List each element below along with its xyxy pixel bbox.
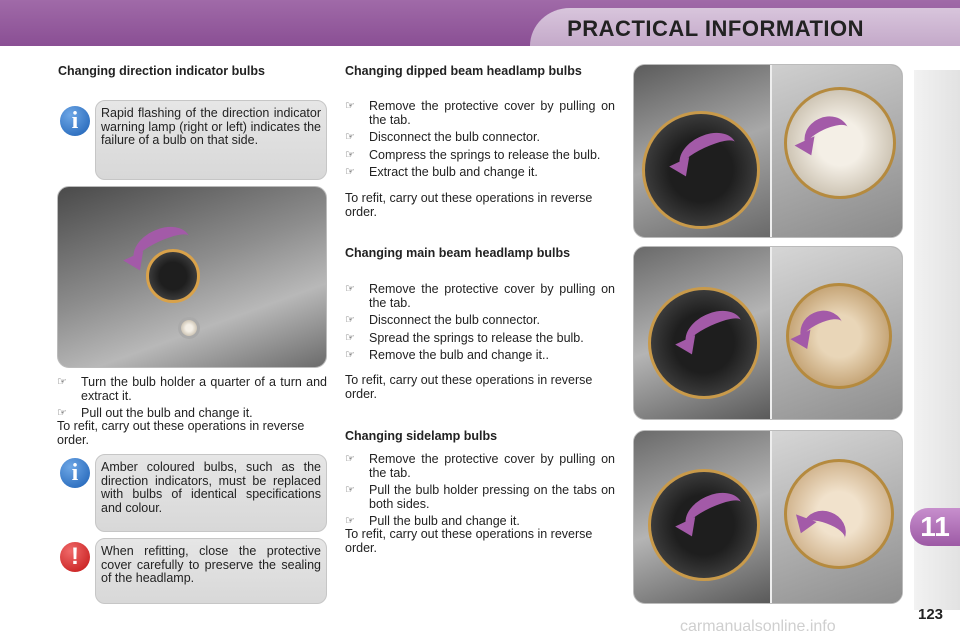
pointing-hand-icon: ☞ xyxy=(57,376,67,388)
heading-direction-indicator: Changing direction indicator bulbs xyxy=(58,64,265,78)
list-item: ☞Remove the protective cover by pulling … xyxy=(345,452,615,480)
warning-text: When refitting, close the protective cov… xyxy=(101,544,321,585)
info-text-flashing: Rapid flashing of the direction indicato… xyxy=(101,106,321,147)
info-icon: i xyxy=(60,106,90,136)
secondary-socket xyxy=(178,317,200,339)
pointing-hand-icon: ☞ xyxy=(345,100,355,112)
warning-icon: ! xyxy=(60,542,90,572)
watermark: carmanualsonline.info xyxy=(680,618,836,635)
warning-box: When refitting, close the protective cov… xyxy=(95,538,327,604)
pointing-hand-icon: ☞ xyxy=(345,283,355,295)
pointing-hand-icon: ☞ xyxy=(345,331,355,344)
pointing-hand-icon: ☞ xyxy=(57,407,67,419)
page-number: 123 xyxy=(918,606,944,623)
heading-sidelamp: Changing sidelamp bulbs xyxy=(345,429,498,443)
list-item: ☞Pull the bulb holder pressing on the ta… xyxy=(345,483,615,511)
pointing-hand-icon: ☞ xyxy=(345,131,355,143)
header-tab xyxy=(530,8,960,46)
photo-divider xyxy=(770,65,772,237)
list-item: ☞Extract the bulb and change it. xyxy=(345,165,538,179)
pointing-hand-icon: ☞ xyxy=(345,314,355,326)
pointing-hand-icon: ☞ xyxy=(345,349,355,361)
photo-dipped-beam xyxy=(633,64,903,238)
heading-main-beam: Changing main beam headlamp bulbs xyxy=(345,246,571,260)
steps-main-beam: ☞Remove the protective cover by pulling … xyxy=(345,282,615,367)
steps-dipped-beam: ☞Remove the protective cover by pulling … xyxy=(345,99,615,184)
list-item: ☞Pull out the bulb and change it. xyxy=(57,406,253,420)
photo-divider xyxy=(770,247,772,419)
refit-note-sidelamp: To refit, carry out these operations in … xyxy=(345,527,593,555)
info-text-amber: Amber coloured bulbs, such as the direct… xyxy=(101,460,321,515)
heading-dipped-beam: Changing dipped beam headlamp bulbs xyxy=(345,64,582,78)
pointing-hand-icon: ☞ xyxy=(345,166,355,178)
pointing-hand-icon: ☞ xyxy=(345,148,355,161)
chapter-tab[interactable]: 11 xyxy=(910,508,960,546)
info-box-flashing: Rapid flashing of the direction indicato… xyxy=(95,100,327,180)
photo-divider xyxy=(770,431,772,603)
list-item: ☞Disconnect the bulb connector. xyxy=(345,313,540,327)
pointing-hand-icon: ☞ xyxy=(345,515,355,527)
list-item: ☞Compress the springs to release the bul… xyxy=(345,147,601,162)
list-item: ☞Remove the protective cover by pulling … xyxy=(345,282,615,310)
list-item: ☞Remove the protective cover by pulling … xyxy=(345,99,615,127)
refit-note-dipped: To refit, carry out these operations in … xyxy=(345,191,593,219)
headlamp-opening xyxy=(648,469,760,581)
pointing-hand-icon: ☞ xyxy=(345,453,355,465)
photo-main-beam xyxy=(633,246,903,420)
steps-direction-indicator: ☞Turn the bulb holder a quarter of a tur… xyxy=(57,375,327,425)
pointing-hand-icon: ☞ xyxy=(345,484,355,496)
list-item: ☞Spread the springs to release the bulb. xyxy=(345,330,584,345)
info-box-amber: Amber coloured bulbs, such as the direct… xyxy=(95,454,327,532)
list-item: ☞Remove the bulb and change it.. xyxy=(345,348,549,362)
list-item: ☞Disconnect the bulb connector. xyxy=(345,130,540,144)
refit-note-direction: To refit, carry out these operations in … xyxy=(57,419,305,447)
photo-sidelamp xyxy=(633,430,903,604)
refit-note-main: To refit, carry out these operations in … xyxy=(345,373,593,401)
list-item: ☞Pull the bulb and change it. xyxy=(345,514,520,528)
steps-sidelamp: ☞Remove the protective cover by pulling … xyxy=(345,452,615,533)
page-title: PRACTICAL INFORMATION xyxy=(567,16,864,41)
info-icon: i xyxy=(60,458,90,488)
list-item: ☞Turn the bulb holder a quarter of a tur… xyxy=(57,375,327,403)
photo-direction-indicator xyxy=(57,186,327,368)
